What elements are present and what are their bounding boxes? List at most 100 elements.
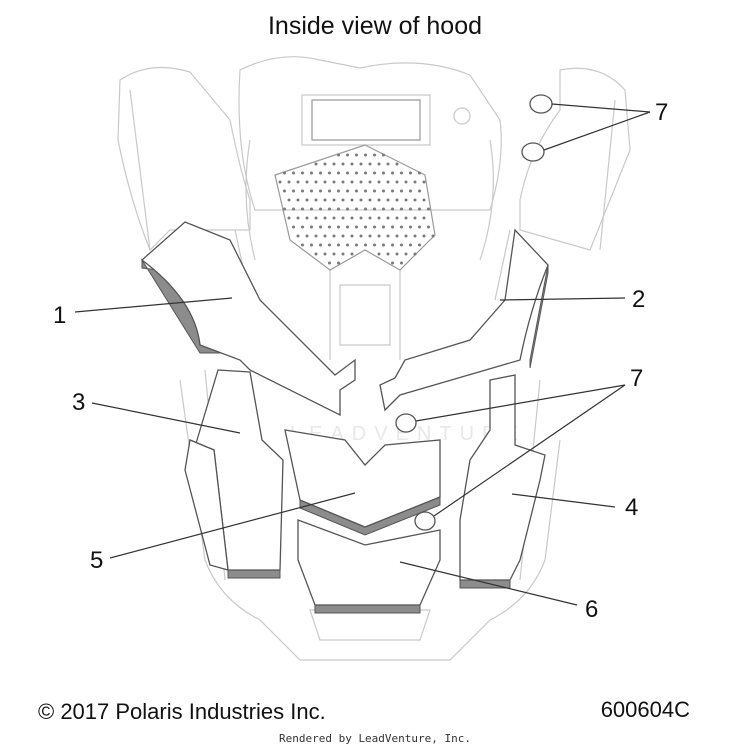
callout-6: 6 <box>585 596 598 623</box>
mesh-dot <box>391 189 394 193</box>
mesh-dot <box>431 234 435 238</box>
mesh-dot <box>332 162 336 166</box>
mesh-dot <box>400 225 403 229</box>
mesh-dot <box>409 171 412 175</box>
callout-7a: 7 <box>655 99 668 126</box>
mesh-dot <box>314 198 318 202</box>
mesh-dot <box>364 243 367 247</box>
mesh-dot <box>328 243 331 247</box>
mesh-dot <box>314 234 318 238</box>
mesh-dot <box>359 234 363 238</box>
mesh-dot <box>373 153 376 157</box>
mesh-dot <box>368 180 372 184</box>
mesh-dot <box>341 180 345 184</box>
copyright-text: © 2017 Polaris Industries Inc. <box>38 699 326 724</box>
mesh-dot <box>355 171 358 175</box>
mesh-dot <box>328 261 331 265</box>
mesh-dot <box>310 243 313 247</box>
mesh-dot <box>296 216 300 220</box>
mesh-dot <box>332 252 336 256</box>
mesh-dot <box>368 216 372 220</box>
mesh-dot <box>301 171 304 175</box>
pad-4 <box>459 374 546 589</box>
mesh-dot <box>377 180 381 184</box>
mesh-dot <box>292 225 295 229</box>
mesh-dot <box>413 234 417 238</box>
diagram-title: Inside view of hood <box>267 12 483 40</box>
mesh-dot <box>422 198 426 202</box>
mesh-dot <box>382 171 385 175</box>
mesh-dot <box>341 234 345 238</box>
mesh-dot <box>305 180 309 184</box>
pad-6 <box>297 519 441 614</box>
mesh-dot <box>310 171 313 175</box>
mesh-dot <box>323 216 327 220</box>
mesh-dot <box>409 207 412 211</box>
part-code: 600604C <box>600 697 690 722</box>
mesh-dot <box>377 198 381 202</box>
mesh-dot <box>323 162 327 166</box>
callout-3: 3 <box>72 389 85 416</box>
mesh-dot <box>364 171 367 175</box>
callout-7b: 7 <box>630 365 643 392</box>
mesh-dot <box>418 243 421 247</box>
mesh-dot <box>337 243 340 247</box>
mesh-dot <box>391 243 394 247</box>
mesh-dot <box>296 198 300 202</box>
mesh-dot <box>323 234 327 238</box>
mesh-dot <box>305 234 309 238</box>
mesh-dot <box>328 207 331 211</box>
mesh-dot <box>373 243 376 247</box>
mesh-dot <box>427 225 430 229</box>
mesh-dot <box>301 207 304 211</box>
mesh-dot <box>382 207 385 211</box>
callout-2: 2 <box>632 286 645 313</box>
mesh-dot <box>314 180 318 184</box>
mesh-dot <box>350 252 354 256</box>
mesh-dot <box>305 198 309 202</box>
mesh-dot <box>323 252 327 256</box>
mesh-dot <box>328 225 331 229</box>
callout-4: 4 <box>625 494 638 521</box>
mesh-dot <box>382 153 385 157</box>
mesh-dot <box>400 207 403 211</box>
mesh-dot <box>283 207 286 211</box>
mesh-dot <box>355 207 358 211</box>
mesh-dot <box>413 180 417 184</box>
mesh-dot <box>364 225 367 229</box>
mesh-dot <box>404 252 408 256</box>
mesh-panel <box>274 144 436 271</box>
mesh-dot <box>346 225 349 229</box>
mesh-dot <box>319 243 322 247</box>
mesh-dot <box>346 171 349 175</box>
mesh-dot <box>355 225 358 229</box>
mesh-dot <box>404 216 408 220</box>
mesh-dot <box>386 252 390 256</box>
watermark-text: LEADVENTURE <box>290 423 526 445</box>
mesh-dot <box>355 153 358 157</box>
mesh-dot <box>278 180 282 184</box>
mesh-dot <box>418 189 421 193</box>
mesh-dot <box>355 243 358 247</box>
mesh-dot <box>305 216 309 220</box>
mesh-dot <box>346 189 349 193</box>
mesh-dot <box>404 198 408 202</box>
mesh-dot <box>346 207 349 211</box>
mesh-dot <box>287 216 291 220</box>
callout-1: 1 <box>53 302 66 329</box>
mesh-dot <box>386 198 390 202</box>
mesh-dot <box>386 216 390 220</box>
mesh-dot <box>409 189 412 193</box>
mesh-dot <box>395 180 399 184</box>
mesh-dot <box>301 243 304 247</box>
mesh-dot <box>359 198 363 202</box>
mesh-dot <box>386 234 390 238</box>
pad-2 <box>379 228 549 412</box>
mesh-dot <box>422 180 426 184</box>
pad-1 <box>140 221 356 417</box>
mesh-dot <box>386 162 390 166</box>
mesh-dot <box>341 198 345 202</box>
mesh-dot <box>386 180 390 184</box>
mesh-dot <box>296 180 300 184</box>
